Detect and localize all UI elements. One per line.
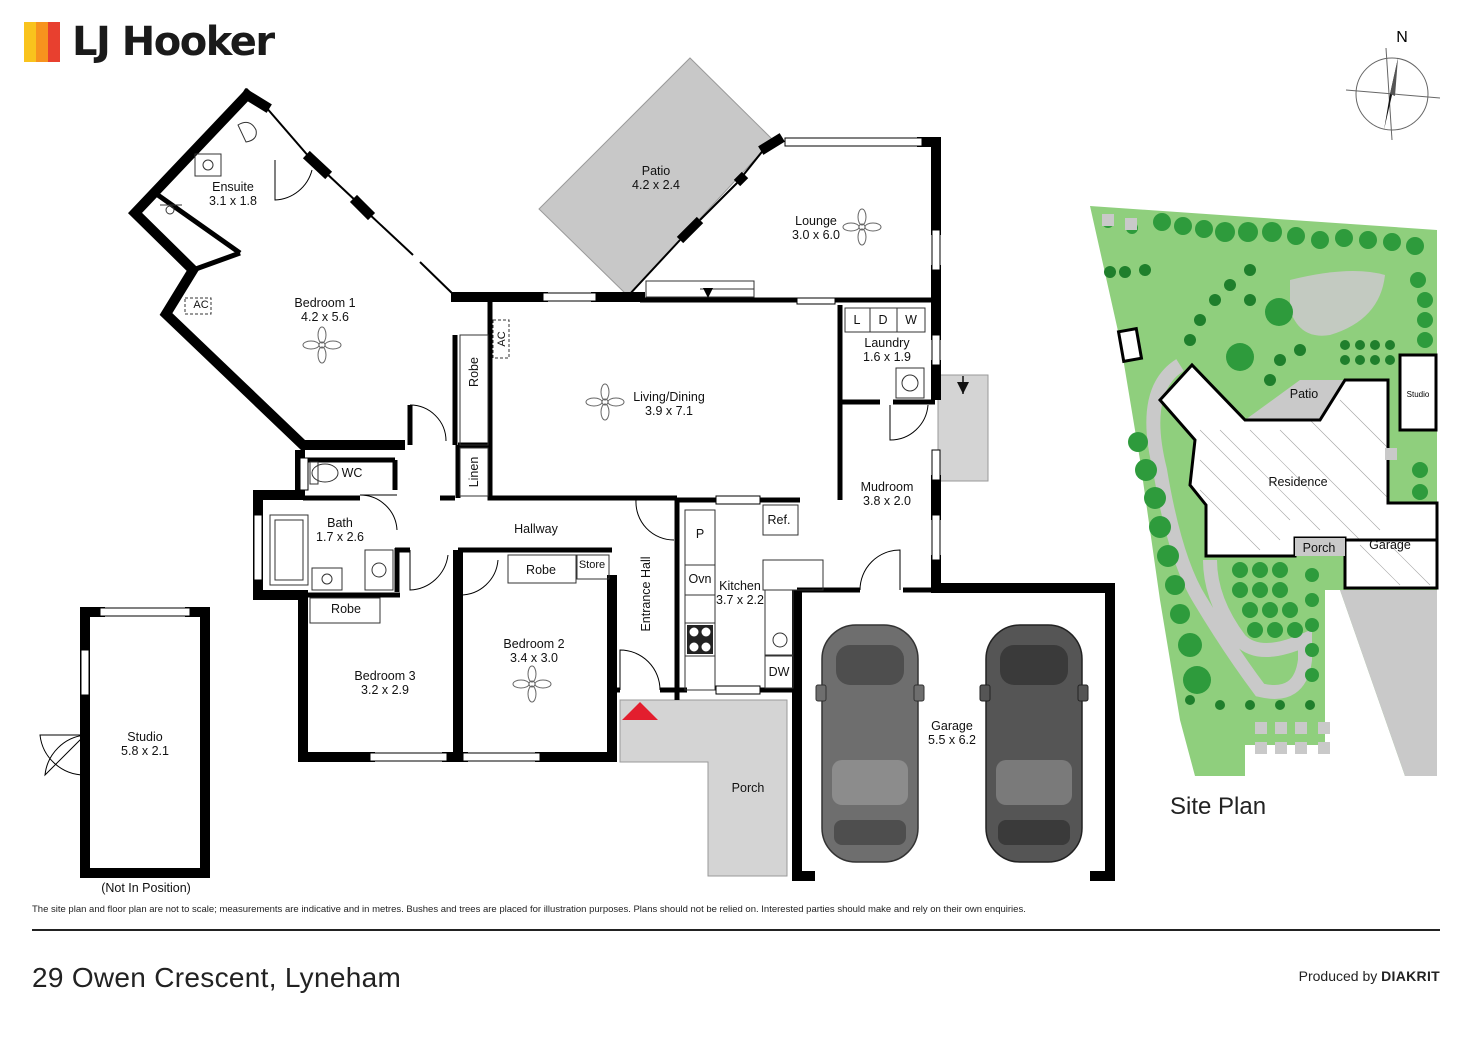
studio-position-note: (Not In Position) [101,881,191,895]
site-studio [1398,353,1438,432]
producer-name: DIAKRIT [1381,968,1440,984]
lj-hooker-logo: LJ Hooker [24,19,275,65]
door-swings [39,160,929,777]
laundry-dims: 1.6 x 1.9 [863,350,911,364]
bedroom1-dims: 4.2 x 5.6 [301,310,349,324]
laundry-l-label: L [854,313,861,327]
site-trees [1102,213,1433,694]
wc-label: WC [342,466,363,480]
logo-bar-yellow [24,22,36,62]
interior-walls [153,190,936,700]
ensuite-dims: 3.1 x 1.8 [209,194,257,208]
logo-bar-orange [36,22,48,62]
floor-plan-drawing: N Patio 4.2 x 2.4 [39,29,1441,895]
oven-label: Ovn [689,572,712,586]
bedroom1-name: Bedroom 1 [294,296,355,310]
ensuite-name: Ensuite [212,180,254,194]
garage-dims: 5.5 x 6.2 [928,733,976,747]
studio-name: Studio [127,730,162,744]
living-name: Living/Dining [633,390,705,404]
robe-label-bedroom2: Robe [526,563,556,577]
site-residence-label: Residence [1268,475,1327,489]
garage-name: Garage [931,719,973,733]
dishwasher-label: DW [769,665,790,679]
car-icons [815,624,1089,863]
disclaimer-text: The site plan and floor plan are not to … [32,904,1026,915]
robe-label-bedroom1: Robe [467,357,481,387]
pantry-label: P [696,527,704,541]
site-plan: Patio Studio Residence Porch Garage Site… [1090,206,1439,820]
kitchen-name: Kitchen [719,579,761,593]
porch-label: Porch [732,781,765,795]
windows [80,137,941,762]
patio-dims: 4.2 x 2.4 [632,178,680,192]
producer-credit: Produced by DIAKRIT [1299,968,1440,984]
laundry-d-label: D [878,313,887,327]
fixtures [160,121,926,691]
laundry-w-label: W [905,313,917,327]
mudroom-name: Mudroom [861,480,914,494]
site-studio-label: Studio [1407,390,1430,399]
robe-label-bedroom3: Robe [331,602,361,616]
living-dims: 3.9 x 7.1 [645,404,693,418]
brand-name: LJ Hooker [72,19,275,65]
entry-marker-icon [622,702,658,720]
linen-label: Linen [467,457,481,488]
laundry-name: Laundry [864,336,910,350]
footer-divider [32,929,1440,931]
kitchen-dims: 3.7 x 2.2 [716,593,764,607]
logo-bar-red [48,22,60,62]
site-plan-title: Site Plan [1170,793,1266,820]
bedroom2-name: Bedroom 2 [503,637,564,651]
property-address: 29 Owen Crescent, Lyneham [32,962,402,993]
patio-name: Patio [642,164,671,178]
bedroom3-dims: 3.2 x 2.9 [361,683,409,697]
studio-dims: 5.8 x 2.1 [121,744,169,758]
site-patio-label: Patio [1290,387,1319,401]
bedroom2-dims: 3.4 x 3.0 [510,651,558,665]
mudroom-dims: 3.8 x 2.0 [863,494,911,508]
store-label: Store [579,559,605,571]
produced-by-label: Produced by [1298,968,1378,984]
hallway-label: Hallway [514,522,559,536]
bath-dims: 1.7 x 2.6 [316,530,364,544]
compass-north-label: N [1396,29,1408,46]
ac-label-bedroom1: AC [193,299,208,311]
bath-name: Bath [327,516,353,530]
site-garage-label: Garage [1369,538,1411,552]
entrance-hall-label: Entrance Hall [639,556,653,631]
porch-area [619,699,788,877]
logo-color-bars [24,22,60,62]
ac-label-living: AC [496,331,508,346]
room-labels: Ensuite 3.1 x 1.8 Bedroom 1 4.2 x 5.6 Lo… [101,180,976,895]
bedroom3-name: Bedroom 3 [354,669,415,683]
site-driveway [1340,590,1437,776]
site-residence [1157,362,1439,590]
compass-rose: N [1345,29,1441,141]
lounge-dims: 3.0 x 6.0 [792,228,840,242]
lounge-name: Lounge [795,214,837,228]
ceiling-fan-icons [302,208,882,703]
fridge-label: Ref. [768,513,791,527]
side-step-area [937,374,989,482]
site-porch-label: Porch [1303,541,1336,555]
